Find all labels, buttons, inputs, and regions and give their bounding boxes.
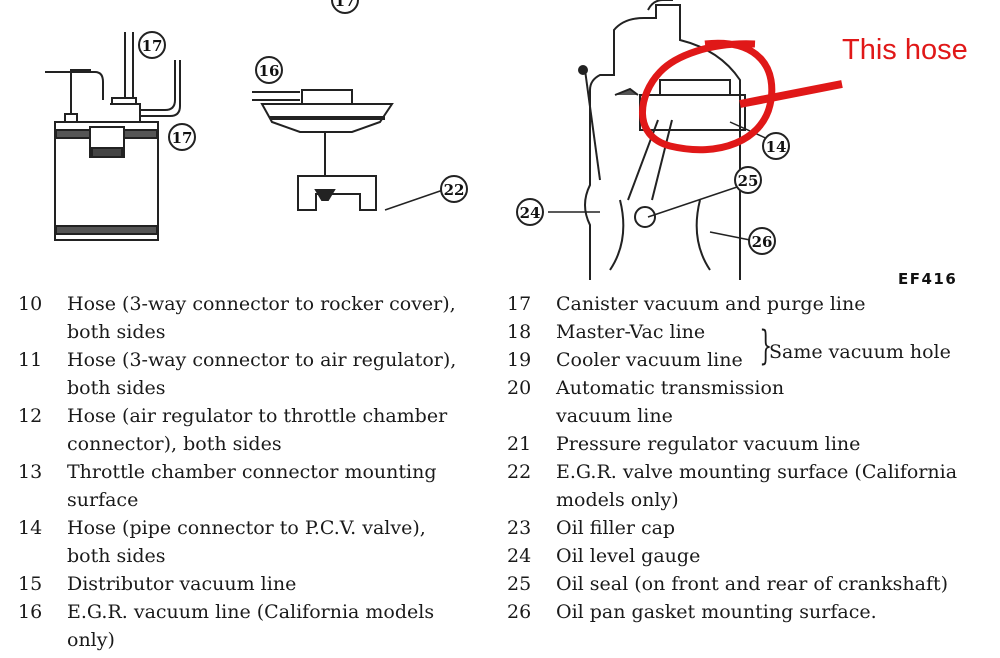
legend-text-cont: connector), both sides xyxy=(67,433,282,455)
legend-text: Oil filler cap xyxy=(556,517,676,539)
legend-item-16: 16 E.G.R. vacuum line (California models xyxy=(18,598,488,626)
legend-number: 24 xyxy=(507,545,532,567)
legend-number: 25 xyxy=(507,573,532,595)
legend-text-cont: only) xyxy=(67,629,115,651)
canister-drawing xyxy=(45,32,181,241)
legend-number: 16 xyxy=(18,601,43,623)
legend-text: E.G.R. valve mounting surface (Californi… xyxy=(556,461,958,483)
legend-text-cont: both sides xyxy=(67,545,166,567)
legend-item-19: 19 Cooler vacuum line xyxy=(507,346,987,374)
callout-17-right xyxy=(168,123,196,151)
legend-number: 20 xyxy=(507,377,532,399)
legend-item-20: 20 Automatic transmission xyxy=(507,374,987,402)
legend-number: 18 xyxy=(507,321,532,343)
legend-number: 21 xyxy=(507,433,532,455)
legend-number: 17 xyxy=(507,293,532,315)
figure-code: EF416 xyxy=(898,270,958,288)
bracket-label: Same vacuum hole xyxy=(769,341,951,363)
legend-number: 19 xyxy=(507,349,532,371)
legend-item-12: 12 Hose (air regulator to throttle chamb… xyxy=(18,402,488,430)
legend-text: Oil level gauge xyxy=(556,545,701,567)
legend-text-cont: vacuum line xyxy=(556,405,673,427)
callout-14 xyxy=(762,132,790,160)
callout-25-label: 25 xyxy=(738,172,759,190)
legend-item-23: 23 Oil filler cap xyxy=(507,514,987,542)
legend-right: 17 Canister vacuum and purge line 18 Mas… xyxy=(507,290,987,626)
legend-number: 26 xyxy=(507,601,532,623)
highlight-annotation xyxy=(639,39,843,154)
legend-item-11: 11 Hose (3-way connector to air regulato… xyxy=(18,346,488,374)
legend-item-24: 24 Oil level gauge xyxy=(507,542,987,570)
callout-26 xyxy=(748,227,776,255)
legend-number: 15 xyxy=(18,573,43,595)
callout-14-label: 14 xyxy=(766,138,787,156)
legend-number: 12 xyxy=(18,405,43,427)
callout-22 xyxy=(440,175,468,203)
legend-text: Hose (3-way connector to air regulator), xyxy=(67,349,457,371)
legend-text: Pressure regulator vacuum line xyxy=(556,433,861,455)
legend-text: Master-Vac line xyxy=(556,321,706,343)
bracket-group-18-19: 18 Master-Vac line 19 Cooler vacuum line… xyxy=(507,318,987,374)
legend-text: Throttle chamber connector mounting xyxy=(67,461,437,483)
legend-text: Hose (pipe connector to P.C.V. valve), xyxy=(67,517,426,539)
legend-number: 14 xyxy=(18,517,43,539)
legend-text: Cooler vacuum line xyxy=(556,349,743,371)
legend-item-21: 21 Pressure regulator vacuum line xyxy=(507,430,987,458)
callout-24-label: 24 xyxy=(520,204,541,222)
legend-item-13: 13 Throttle chamber connector mounting xyxy=(18,458,488,486)
legend-number: 10 xyxy=(18,293,43,315)
legend-text: Hose (3-way connector to rocker cover), xyxy=(67,293,456,315)
legend-text-cont: surface xyxy=(67,489,139,511)
legend-item-17: 17 Canister vacuum and purge line xyxy=(507,290,987,318)
callout-26-label: 26 xyxy=(752,233,773,251)
legend-text: E.G.R. vacuum line (California models xyxy=(67,601,435,623)
callout-24 xyxy=(516,198,544,226)
callout-17-top xyxy=(138,31,166,59)
legend-text-cont: models only) xyxy=(556,489,679,511)
callout-25 xyxy=(734,166,762,194)
legend-number: 11 xyxy=(18,349,43,371)
callout-17-cut-label: 17 xyxy=(335,0,356,10)
callout-17-cut xyxy=(331,0,359,14)
callout-22-label: 22 xyxy=(444,181,465,199)
curly-brace-icon: } xyxy=(759,323,773,369)
legend-text: Automatic transmission xyxy=(556,377,785,399)
legend-text: Oil seal (on front and rear of crankshaf… xyxy=(556,573,949,595)
callout-16 xyxy=(255,56,283,84)
callout-17-right-label: 17 xyxy=(172,129,193,147)
legend-number: 22 xyxy=(507,461,532,483)
legend-item-25: 25 Oil seal (on front and rear of cranks… xyxy=(507,570,987,598)
legend-item-10: 10 Hose (3-way connector to rocker cover… xyxy=(18,290,488,318)
legend-text: Oil pan gasket mounting surface. xyxy=(556,601,877,623)
callout-17-top-label: 17 xyxy=(142,37,163,55)
egr-valve-drawing xyxy=(252,89,444,211)
legend-number: 23 xyxy=(507,517,532,539)
legend-item-14: 14 Hose (pipe connector to P.C.V. valve)… xyxy=(18,514,488,542)
engine-diagram: 17 17 17 16 22 24 14 25 26 xyxy=(45,0,843,280)
legend-text: Hose (air regulator to throttle chamber xyxy=(67,405,448,427)
legend-item-26: 26 Oil pan gasket mounting surface. xyxy=(507,598,987,626)
legend-item-22: 22 E.G.R. valve mounting surface (Califo… xyxy=(507,458,987,486)
legend-text: Canister vacuum and purge line xyxy=(556,293,866,315)
legend-item-15: 15 Distributor vacuum line xyxy=(18,570,488,598)
legend-text-cont: both sides xyxy=(67,321,166,343)
callout-16-label: 16 xyxy=(259,62,280,80)
legend-number: 13 xyxy=(18,461,43,483)
legend-item-18: 18 Master-Vac line xyxy=(507,318,987,346)
legend-text: Distributor vacuum line xyxy=(67,573,297,595)
legend-text-cont: both sides xyxy=(67,377,166,399)
annotation-label: This hose xyxy=(842,34,968,66)
legend-left: 10 Hose (3-way connector to rocker cover… xyxy=(18,290,488,654)
